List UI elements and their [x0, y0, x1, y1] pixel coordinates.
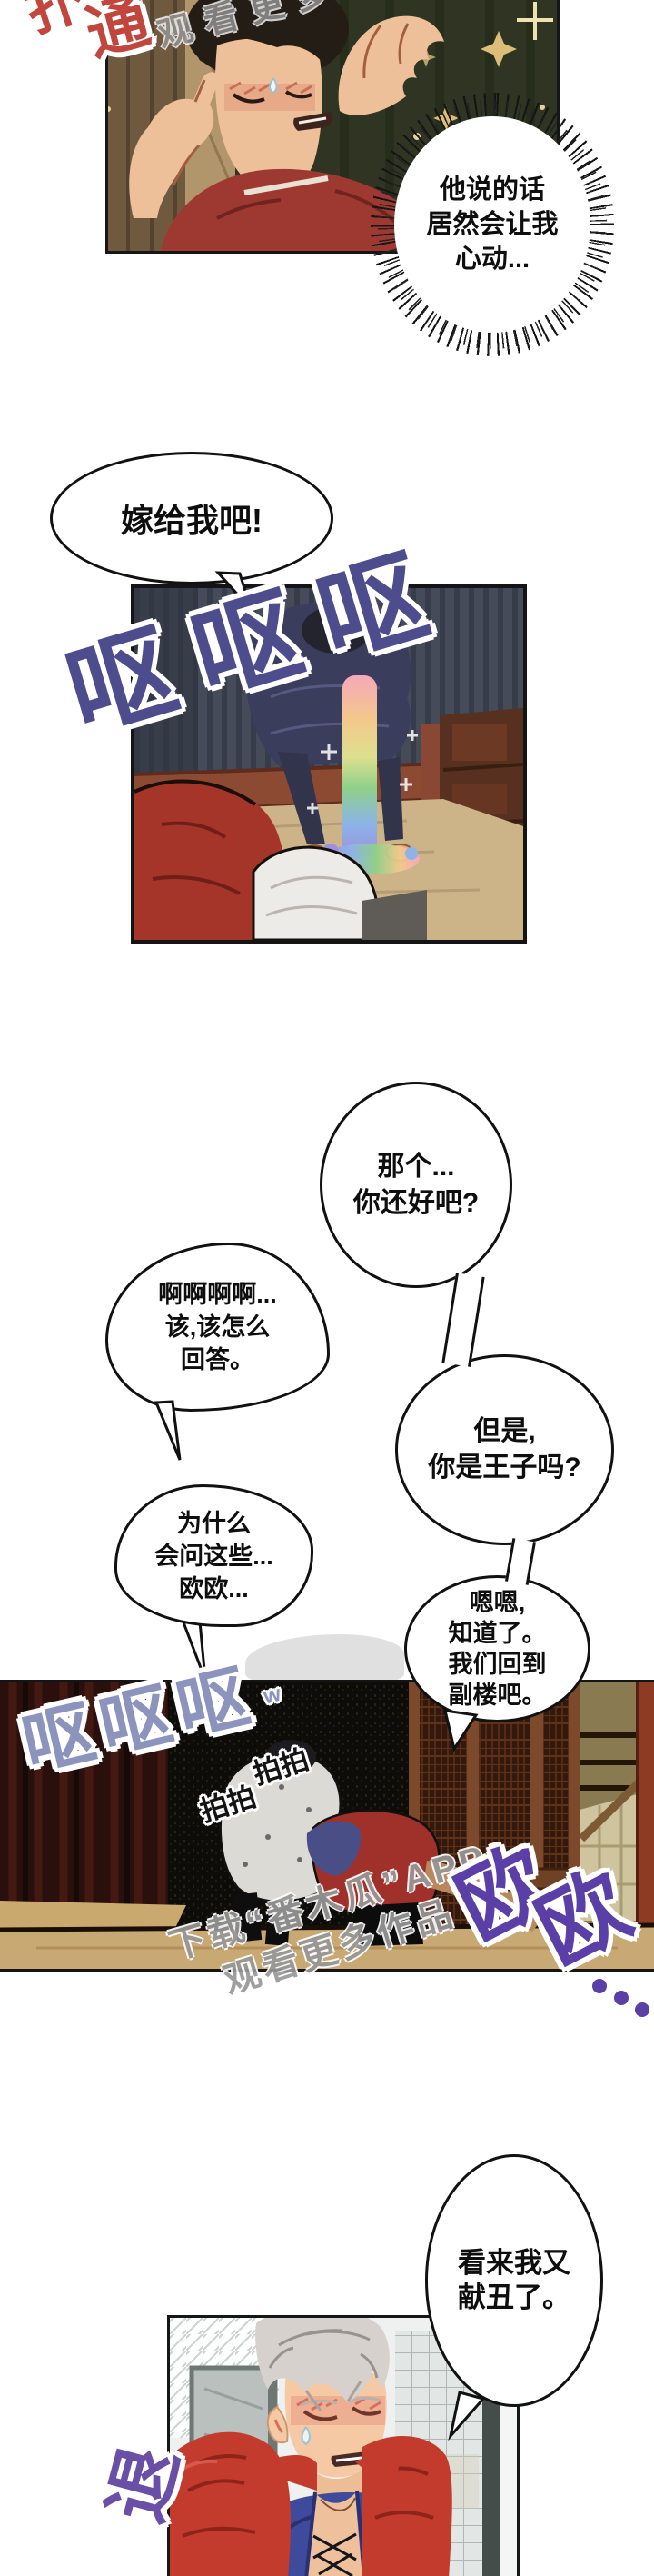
bubble-line: 会问这些... — [154, 1542, 273, 1570]
bubble-tail-marry-me — [214, 571, 253, 611]
bubble-line: 知道了。 — [448, 1620, 547, 1647]
ellipsis-dot — [592, 1979, 607, 1993]
speech-bubble-heart-flutter: 他说的话 居然会让我 心动... — [371, 93, 614, 356]
panel-crying-man-artwork — [108, 0, 557, 251]
speech-bubble-marry-me: 嫁给我吧! — [50, 452, 333, 584]
courtyard-opening — [578, 1682, 654, 1969]
speech-bubble-go-back-annex: 嗯嗯, 知道了。 我们回到 副楼吧。 — [404, 1575, 590, 1722]
character-blushing — [255, 2318, 390, 2520]
bowing-silhouette — [245, 1634, 404, 1683]
bubble-line: 我们回到 — [448, 1651, 547, 1678]
bubble-line: 献丑了。 — [458, 2281, 570, 2313]
bubble-line: 你是王子吗? — [428, 1453, 581, 1483]
burst-bubble-body: 他说的话 居然会让我 心动... — [394, 116, 590, 333]
clothing — [170, 2431, 452, 2576]
panel-dark-courtyard — [0, 1680, 654, 1972]
bubble-tail-go-back — [443, 1709, 479, 1752]
panel-bowing-proposal — [131, 584, 527, 944]
bubble-line: 嗯嗯, — [469, 1589, 526, 1616]
panel-courtyard-artwork — [0, 1682, 654, 1969]
speech-bubble-are-you-prince: 但是, 你是王子吗? — [395, 1354, 614, 1545]
bubble-connector-1 — [441, 1273, 485, 1367]
speech-bubble-made-fool: 看来我又 献丑了。 — [425, 2154, 603, 2407]
bubble-tail-made-fool — [448, 2391, 486, 2441]
bubble-line: 看来我又 — [458, 2247, 570, 2279]
sfx-heartbeat-putong-2: 通 — [78, 0, 157, 69]
bubble-line: 但是, — [473, 1416, 536, 1446]
bubble-line: 回答。 — [181, 1346, 254, 1373]
bubble-tail-how-to-answer — [154, 1400, 182, 1461]
bubble-line: 为什么 — [177, 1509, 251, 1537]
thought-bubble-why-ask: 为什么 会问这些... 欧欧... — [114, 1484, 313, 1627]
speech-bubble-are-you-ok: 那个... 你还好吧? — [320, 1082, 512, 1288]
bubble-line: 副楼吧。 — [448, 1682, 547, 1709]
panel-blushing-artwork — [170, 2318, 517, 2576]
bubble-line: 心动... — [454, 245, 530, 274]
bubble-line: 居然会让我 — [426, 210, 559, 239]
bubble-line: 那个... — [377, 1151, 455, 1182]
ellipsis-dot — [614, 1991, 629, 2005]
ellipsis-dot — [635, 2002, 649, 2017]
bubble-line: 该,该怎么 — [164, 1313, 271, 1341]
bubble-line: 欧欧... — [179, 1574, 249, 1603]
bubble-line: 啊啊啊啊... — [158, 1281, 277, 1308]
bubble-line: 他说的话 — [439, 175, 545, 205]
thought-bubble-how-to-answer: 啊啊啊啊... 该,该怎么 回答。 — [105, 1243, 330, 1412]
panel-bowing-artwork — [134, 588, 523, 940]
figure-foreground-listener — [134, 779, 427, 940]
panel-blushing-man — [167, 2315, 520, 2576]
character-crying — [129, 0, 444, 251]
figure-crouching-red — [306, 1809, 545, 1946]
bubble-line: 嫁给我吧! — [121, 502, 263, 539]
panel-crying-man — [105, 0, 560, 254]
bubble-line: 你还好吧? — [352, 1187, 480, 1218]
